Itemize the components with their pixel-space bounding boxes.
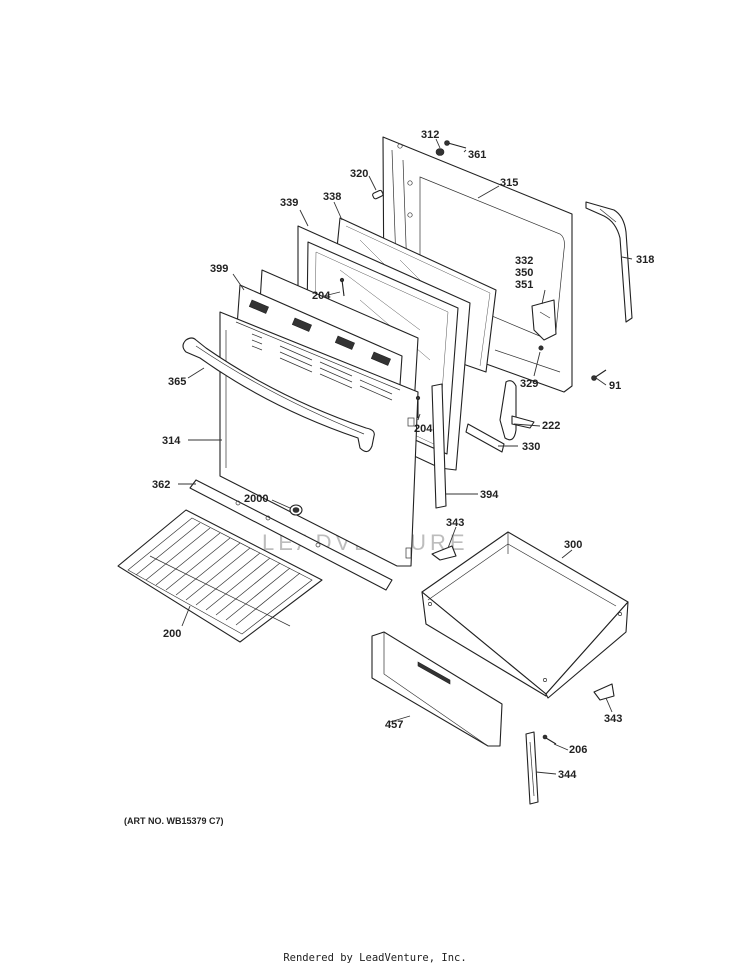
part-200-oven-rack: [117, 509, 323, 643]
callout-330: 330: [522, 441, 540, 453]
callout-300: 300: [564, 539, 582, 551]
callout-labels: 312 361 315 320 339 338 318 332 350 351 …: [152, 129, 654, 781]
part-330-bottom-trim: [465, 423, 505, 453]
part-206-screw: [542, 734, 557, 745]
part-362-bottom-strip: [189, 479, 393, 591]
callout-318: 318: [636, 254, 654, 266]
part-204-screw-b: [415, 395, 421, 418]
callout-351: 351: [515, 279, 533, 291]
callout-314: 314: [162, 435, 181, 447]
part-312-nut: [435, 148, 445, 156]
callout-329: 329: [520, 378, 538, 390]
callout-361: 361: [468, 149, 486, 161]
part-2000-button: [289, 504, 303, 516]
callout-2000: 2000: [244, 493, 268, 505]
callout-91: 91: [609, 380, 621, 392]
art-number: (ART NO. WB15379 C7): [124, 816, 224, 826]
part-365-door-handle: [182, 337, 375, 453]
part-300-drawer-box: [421, 531, 629, 699]
callout-332: 332: [515, 255, 533, 267]
callout-200: 200: [163, 628, 181, 640]
callout-338: 338: [323, 191, 341, 203]
part-318-door-gasket: [585, 201, 633, 323]
part-361-screw: [444, 140, 467, 149]
part-91-screw: [591, 369, 607, 381]
callout-457: 457: [385, 719, 403, 731]
callout-312: 312: [421, 129, 439, 141]
part-204-screw: [339, 277, 345, 297]
part-457-drawer-front: [371, 631, 503, 747]
callout-343-upper: 343: [446, 517, 464, 529]
callout-399: 399: [210, 263, 228, 275]
callout-222: 222: [542, 420, 560, 432]
leader-lines: [178, 138, 633, 775]
callout-344: 344: [558, 769, 577, 781]
callout-320: 320: [350, 168, 368, 180]
part-329-screw: [538, 345, 544, 351]
part-343-clip-b: [593, 683, 615, 701]
callout-339: 339: [280, 197, 298, 209]
footer-credit: Rendered by LeadVenture, Inc.: [283, 952, 467, 964]
part-344-drawer-rail: [525, 731, 539, 805]
callout-343-lower: 343: [604, 713, 622, 725]
callout-315: 315: [500, 177, 518, 189]
part-320-pin: [372, 189, 384, 200]
part-343-clip-a: [431, 545, 457, 561]
callout-350: 350: [515, 267, 533, 279]
callout-204-lower: 204: [414, 423, 433, 435]
callout-365: 365: [168, 376, 186, 388]
callout-362: 362: [152, 479, 170, 491]
callout-204-upper: 204: [312, 290, 331, 302]
part-332-bracket: [531, 299, 557, 341]
callout-206: 206: [569, 744, 587, 756]
part-314-outer-door-panel: [219, 311, 419, 567]
callout-394: 394: [480, 489, 499, 501]
part-394-side-trim: [431, 383, 447, 509]
